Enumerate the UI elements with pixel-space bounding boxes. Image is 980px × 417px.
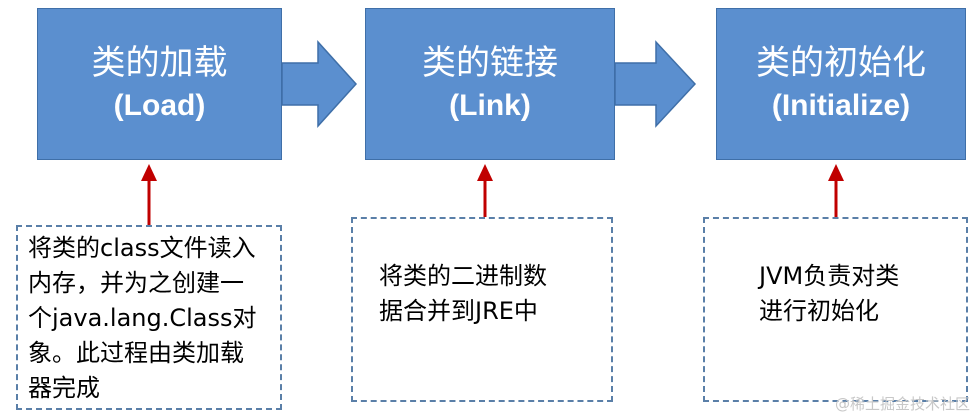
connector-arrow-link-to-init [614,40,697,128]
note-link: 将类的二进制数 据合并到JRE中 [351,217,613,402]
note-load-line: 象。此过程由类加载 [28,339,244,367]
note-init-line: JVM负责对类 [759,262,900,290]
stage-init-title: 类的初始化 [756,43,926,83]
stage-load-subtitle: (Load) [113,89,206,122]
note-load-line: 器完成 [28,374,100,402]
stage-init-box: 类的初始化 (Initialize) [716,8,966,160]
stage-init-subtitle: (Initialize) [771,89,911,122]
stage-load-box: 类的加载 (Load) [37,8,282,160]
pointer-arrow-load [141,164,157,225]
stage-link-subtitle: (Link) [449,89,531,122]
note-load-line: 内存，并为之创建一 [28,269,244,297]
watermark: @稀土掘金技术社区 [834,395,970,413]
note-link-line: 将类的二进制数 [379,262,547,290]
stage-load-title: 类的加载 [91,43,228,83]
note-link-line: 据合并到JRE中 [379,297,538,325]
pointer-arrow-init [828,164,844,217]
connector-arrow-load-to-link [281,40,358,128]
stage-link-title: 类的链接 [422,43,558,83]
note-load-line: 个java.lang.Class对 [28,304,257,332]
note-init-line: 进行初始化 [759,297,879,325]
note-load: 将类的class文件读入 内存，并为之创建一 个java.lang.Class对… [16,225,282,410]
note-load-line: 将类的class文件读入 [28,234,256,262]
pointer-arrow-link [477,164,493,217]
note-init: JVM负责对类 进行初始化 [703,217,968,402]
